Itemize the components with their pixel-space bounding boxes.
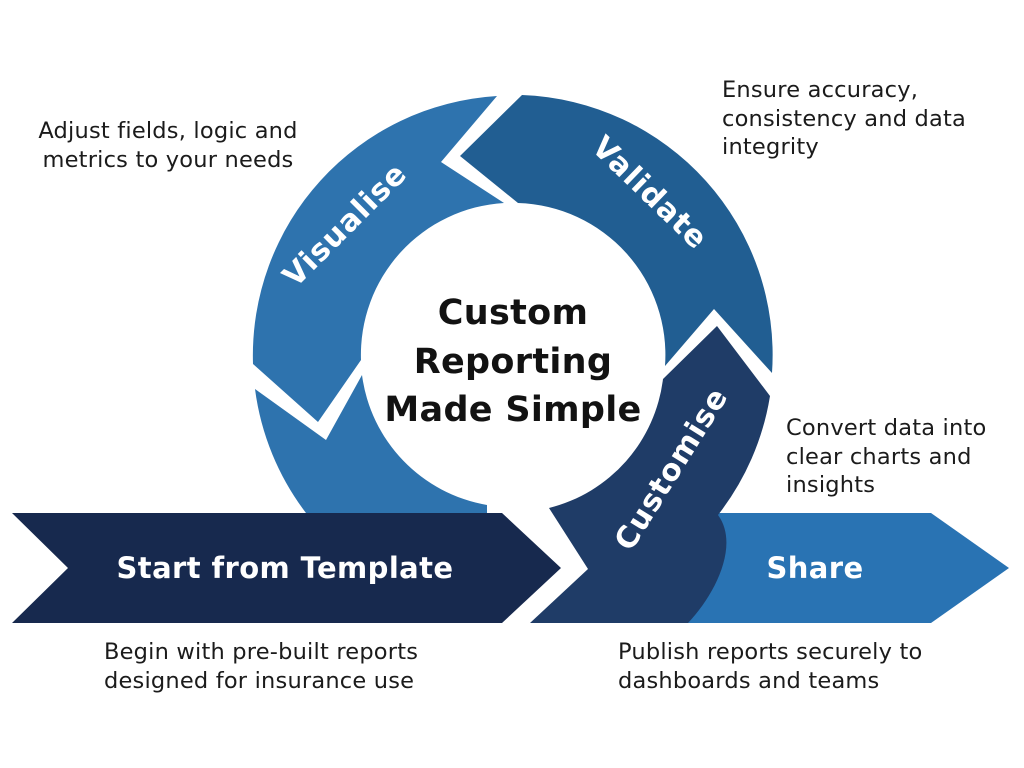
center-title: Custom Reporting Made Simple (384, 293, 642, 430)
flow-arc-segment (255, 375, 487, 513)
start-from-template-description: Begin with pre-built reports designed fo… (104, 639, 419, 694)
validate-description: Ensure accuracy, consistency and data in… (722, 77, 967, 160)
customise-arc-segment (530, 326, 770, 623)
customise-description: Convert data into clear charts and insig… (786, 415, 987, 498)
share-description: Publish reports securely to dashboards a… (618, 639, 923, 694)
visualise-arc-segment (252, 96, 504, 422)
start-from-template-banner-arrow (12, 513, 561, 623)
start-from-template-label: Start from Template (116, 551, 454, 585)
visualise-description: Adjust fields, logic and metrics to your… (38, 118, 298, 173)
validate-arc-segment (460, 95, 773, 373)
share-label: Share (766, 551, 864, 585)
